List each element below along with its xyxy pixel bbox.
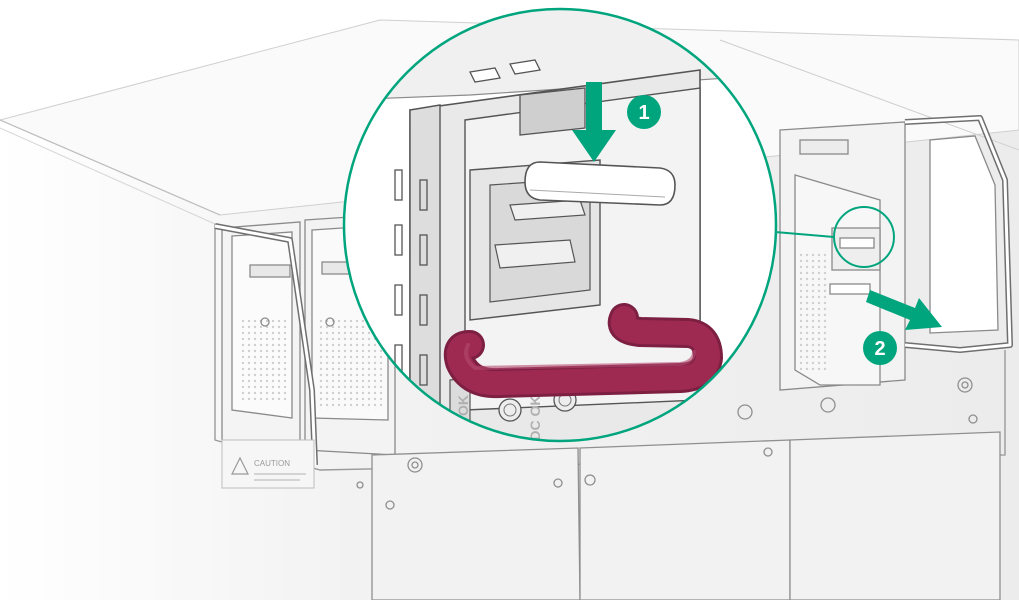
caution-title: CAUTION [254,459,290,468]
latch-tab [525,162,675,205]
left-psu-grille [240,320,288,400]
dc-ok-label: DC OK [527,395,543,440]
caution-label: CAUTION [222,440,314,488]
step-2-badge: 2 [863,331,897,365]
right-psu-grille [800,250,828,370]
led-indicator [499,399,521,421]
step-1-number: 1 [638,102,649,124]
step-2-number: 2 [874,338,885,360]
step-1-badge: 1 [627,95,661,129]
